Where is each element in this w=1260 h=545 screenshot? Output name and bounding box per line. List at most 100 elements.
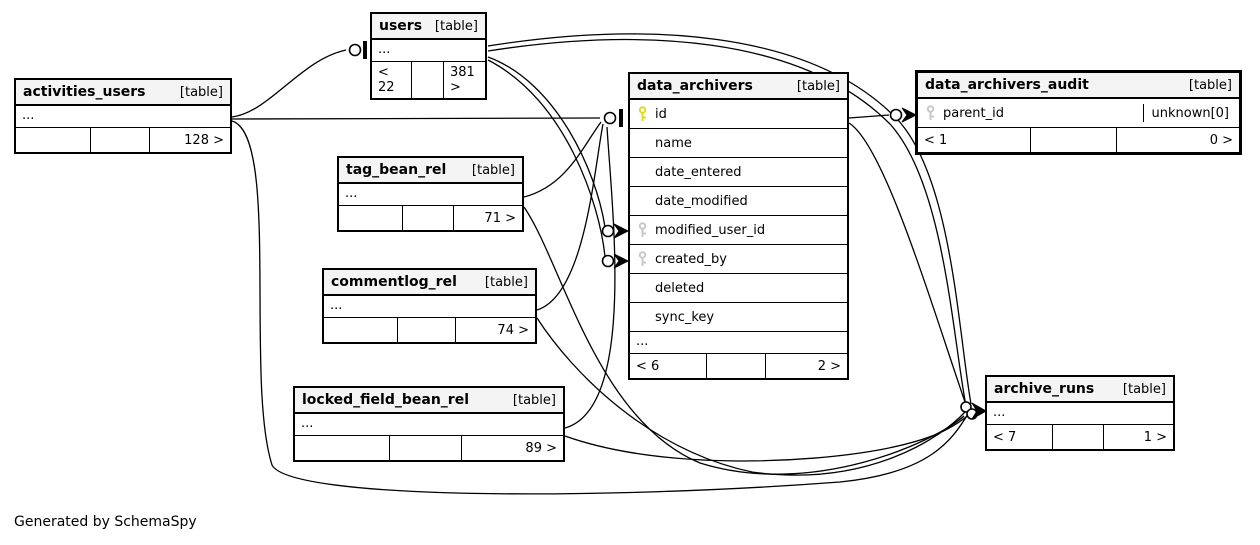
parent-count — [324, 318, 397, 342]
relationship-line — [487, 59, 606, 258]
parent-count — [339, 206, 402, 230]
column-name: id — [655, 106, 667, 122]
relationship-line — [848, 114, 890, 119]
column-row-deleted[interactable]: deleted — [630, 274, 847, 303]
table-header[interactable]: users [table] — [372, 14, 485, 40]
zero-one-endpoint — [889, 108, 903, 122]
hidden-columns-ellipsis: ... — [295, 414, 563, 436]
table-name[interactable]: locked_field_bean_rel — [302, 392, 469, 408]
parent-count[interactable]: < 1 — [924, 132, 948, 148]
parent-count[interactable]: < 7 — [993, 429, 1017, 445]
relationship-line — [231, 120, 969, 495]
table-tag: [table] — [471, 162, 515, 178]
hidden-columns-ellipsis: ... — [372, 40, 485, 62]
column-row-sync-key[interactable]: sync_key — [630, 303, 847, 332]
table-name[interactable]: archive_runs — [994, 381, 1095, 397]
table-commentlog-rel[interactable]: commentlog_rel [table] ... 74 > — [322, 268, 537, 344]
parent-count — [16, 128, 90, 152]
child-count[interactable]: 1 > — [1102, 425, 1173, 449]
column-type: unknown[0] — [1142, 104, 1234, 122]
relationship-line — [564, 126, 616, 429]
table-name[interactable]: activities_users — [23, 84, 146, 100]
table-header[interactable]: archive_runs [table] — [987, 377, 1173, 403]
column-name: name — [655, 135, 692, 151]
parent-count[interactable]: < 22 — [378, 65, 395, 95]
table-name[interactable]: users — [379, 18, 423, 34]
table-name[interactable]: tag_bean_rel — [346, 162, 447, 178]
foreign-key-icon — [924, 105, 937, 121]
generator-credit: Generated by SchemaSpy — [14, 514, 197, 530]
relationship-line — [487, 38, 967, 407]
table-archive-runs[interactable]: archive_runs [table] ... < 7 1 > — [985, 375, 1175, 451]
column-row-date-entered[interactable]: date_entered — [630, 158, 847, 187]
child-count[interactable]: 89 > — [460, 436, 563, 460]
table-footer: < 7 1 > — [987, 425, 1173, 449]
footer-spacer — [705, 354, 765, 378]
column-name: date_modified — [655, 193, 748, 209]
table-footer: 89 > — [295, 436, 563, 460]
one-endpoint-bar — [619, 109, 623, 127]
table-tag: [table] — [1188, 77, 1232, 93]
arrow-endpoint — [901, 107, 918, 123]
table-footer: < 6 2 > — [630, 354, 847, 378]
relationship-line — [848, 122, 966, 403]
column-row-date-modified[interactable]: date_modified — [630, 187, 847, 216]
relationship-line — [487, 56, 606, 228]
table-header[interactable]: tag_bean_rel [table] — [339, 158, 522, 184]
table-data-archivers[interactable]: data_archivers [table] id name date_ente… — [628, 72, 849, 380]
footer-spacer — [90, 128, 148, 152]
footer-spacer — [1030, 128, 1116, 152]
column-row-name[interactable]: name — [630, 129, 847, 158]
table-name[interactable]: data_archivers_audit — [925, 77, 1089, 93]
column-row-parent-id[interactable]: parent_id unknown[0] — [918, 99, 1239, 128]
table-header[interactable]: commentlog_rel [table] — [324, 270, 535, 296]
child-count[interactable]: 2 > — [764, 354, 847, 378]
column-row-modified-user-id[interactable]: modified_user_id — [630, 216, 847, 245]
table-header[interactable]: data_archivers [table] — [630, 74, 847, 100]
table-locked-field-bean-rel[interactable]: locked_field_bean_rel [table] ... 89 > — [293, 386, 565, 462]
table-name[interactable]: data_archivers — [637, 78, 753, 94]
primary-key-icon — [636, 106, 649, 122]
table-tag: [table] — [484, 274, 528, 290]
table-tag-bean-rel[interactable]: tag_bean_rel [table] ... 71 > — [337, 156, 524, 232]
column-row-created-by[interactable]: created_by — [630, 245, 847, 274]
table-header[interactable]: activities_users [table] — [16, 80, 230, 106]
relationship-line — [536, 123, 604, 311]
arrow-endpoint — [613, 223, 630, 239]
table-header[interactable]: locked_field_bean_rel [table] — [295, 388, 563, 414]
zero-one-endpoint — [601, 224, 615, 238]
child-count[interactable]: 74 > — [455, 318, 535, 342]
table-name[interactable]: commentlog_rel — [331, 274, 457, 290]
child-count[interactable]: 71 > — [452, 206, 522, 230]
relationship-line — [536, 317, 966, 476]
table-activities-users[interactable]: activities_users [table] ... 128 > — [14, 78, 232, 154]
table-tag: [table] — [1122, 381, 1166, 397]
column-name: created_by — [655, 251, 727, 267]
footer-spacer — [1051, 425, 1103, 449]
arrow-endpoint — [613, 253, 630, 269]
hidden-columns-ellipsis: ... — [324, 296, 535, 318]
zero-one-endpoint — [601, 254, 615, 268]
relationship-line — [523, 206, 965, 475]
footer-spacer — [388, 436, 461, 460]
footer-spacer — [410, 62, 443, 98]
child-count[interactable]: 128 > — [148, 128, 230, 152]
child-count[interactable]: 0 > — [1116, 128, 1239, 152]
column-name: modified_user_id — [655, 222, 766, 238]
table-header[interactable]: data_archivers_audit [table] — [918, 73, 1239, 99]
table-data-archivers-audit[interactable]: data_archivers_audit [table] parent_id u… — [915, 70, 1242, 155]
parent-count[interactable]: < 6 — [636, 358, 660, 374]
table-users[interactable]: users [table] ... < 22 381 > — [370, 12, 487, 100]
table-footer: 74 > — [324, 318, 535, 342]
parent-count — [295, 436, 389, 460]
footer-spacer — [397, 318, 455, 342]
table-footer: 71 > — [339, 206, 522, 230]
column-row-id[interactable]: id — [630, 100, 847, 129]
hidden-columns-ellipsis: ... — [987, 403, 1173, 425]
one-endpoint-bar — [363, 41, 367, 59]
child-count[interactable]: 381 > — [442, 62, 485, 98]
relationship-line — [564, 416, 967, 462]
relationship-line — [523, 121, 602, 198]
